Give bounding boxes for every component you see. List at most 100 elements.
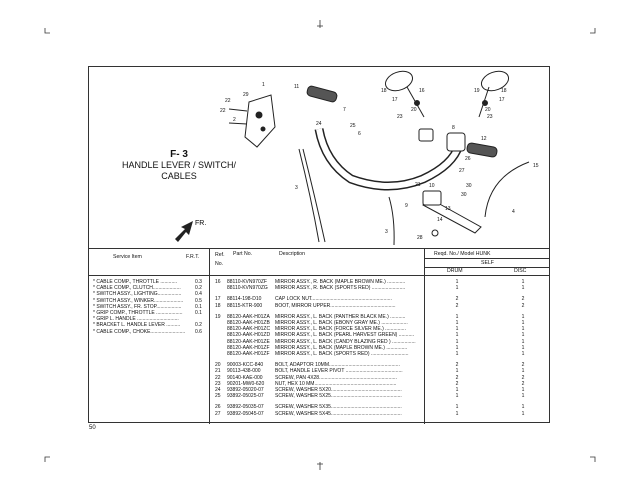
part-number: 93892-05045-07 <box>227 410 264 417</box>
qty-disc: 1 <box>521 285 525 292</box>
handlebar-icon <box>314 128 464 191</box>
callout-number: 23 <box>487 114 493 120</box>
required-model-header: Reqd. No./ Model HUNK <box>434 251 491 257</box>
part-description: SCREW, WASHER 5X25......................… <box>275 393 402 400</box>
part-description: MIRROR ASSY., L. BACK (FORCE SILVER ME.)… <box>275 326 406 333</box>
qty-disc: 1 <box>521 393 525 400</box>
part-ref-number: 21 <box>215 368 221 375</box>
qty-drum: 1 <box>455 351 459 357</box>
service-item-name: * BRACKET L. HANDLE LEVER .......... <box>93 322 181 329</box>
service-item-frt: 0.1 <box>195 303 202 310</box>
callout-number: 22 <box>220 108 226 114</box>
right-switch-icon <box>418 128 498 158</box>
qty-disc: 1 <box>521 368 525 375</box>
callout-number: 16 <box>419 88 425 94</box>
callout-number: 13 <box>445 206 451 212</box>
qty-drum: 1 <box>455 320 459 326</box>
part-ref-number: 23 <box>215 380 221 387</box>
crop-mark-icon <box>590 456 596 462</box>
part-description: MIRROR ASSY., L. BACK (PANTHER BLACK ME.… <box>275 313 406 320</box>
qty-disc: 1 <box>521 351 525 357</box>
qty-disc: 2 <box>521 362 525 369</box>
part-description: MIRROR ASSY., R. BACK (MAPLE BROWN ME.) … <box>275 279 406 285</box>
part-description: NUT, HEX 10 MM..........................… <box>275 380 397 387</box>
part-description: SCREW, WASHER 5X20......................… <box>275 387 402 393</box>
qty-disc: 1 <box>521 313 525 320</box>
figure-title: F- 3 HANDLE LEVER / SWITCH/ CABLES <box>109 149 249 182</box>
service-item-frt: 0.6 <box>195 328 202 335</box>
qty-disc: 1 <box>521 410 525 417</box>
callout-number: 15 <box>533 163 539 169</box>
callout-number: 14 <box>437 217 443 223</box>
qty-disc: 1 <box>521 332 525 339</box>
description-header: Description <box>279 251 305 257</box>
qty-drum: 2 <box>455 296 459 303</box>
left-mirror-icon <box>384 70 425 118</box>
part-number: 93892-05020-07 <box>227 387 264 393</box>
callout-number: 20 <box>411 107 417 113</box>
switch-housing-icon <box>228 94 276 148</box>
callout-number: 4 <box>512 209 515 215</box>
service-item-name: * SWITCH ASSY., LIGHTING................… <box>93 291 182 298</box>
qty-disc: 2 <box>521 380 525 387</box>
callout-number: 23 <box>397 114 403 120</box>
frt-header: F.R.T. <box>186 254 200 260</box>
part-description: MIRROR ASSY., L. BACK (CANDY BLAZING RED… <box>275 338 416 345</box>
part-ref-number: 26 <box>215 404 221 411</box>
service-item-header: Service Item <box>113 254 142 260</box>
callout-number: 26 <box>465 156 471 162</box>
figure-name-line: CABLES <box>161 171 197 181</box>
qty-drum: 1 <box>455 279 459 285</box>
crop-mark-icon <box>44 28 50 34</box>
part-ref-number: 17 <box>215 296 221 303</box>
part-description: SCREW, WASHER 5X45......................… <box>275 410 402 417</box>
callout-number: 1 <box>262 82 265 88</box>
part-number: 88120-AAK-H01ZD <box>227 332 271 339</box>
callout-number: 2 <box>233 117 236 123</box>
callout-number: 12 <box>481 136 487 142</box>
callout-number: 17 <box>499 97 505 103</box>
callout-number: 18 <box>501 88 507 94</box>
qty-disc: 2 <box>521 302 525 309</box>
part-description: BOLT, ADAPTOR 10MM......................… <box>275 362 400 369</box>
part-number: 88120-AAK-H01ZF <box>227 351 270 357</box>
part-description: MIRROR ASSY., R. BACK (SPORTS RED) .....… <box>275 285 406 292</box>
left-grip-icon <box>306 85 338 103</box>
part-description: MIRROR ASSY., L. BACK (MAPLE BROWN ME.) … <box>275 344 408 351</box>
disc-header: DISC <box>514 268 527 274</box>
qty-disc: 1 <box>521 320 525 326</box>
callout-number: 20 <box>485 107 491 113</box>
part-description: CAP LOCK NUT............................… <box>275 296 392 303</box>
callout-number: 24 <box>316 121 322 127</box>
qty-disc: 2 <box>521 296 525 303</box>
part-ref-number: 27 <box>215 410 221 417</box>
qty-disc: 1 <box>521 344 525 351</box>
callout-number: 22 <box>225 98 231 104</box>
part-ref-number: 20 <box>215 362 221 369</box>
callout-number: 3 <box>385 229 388 235</box>
qty-disc: 1 <box>521 326 525 333</box>
service-item-name: * CABLE COMP., THROTTLE ............ <box>93 279 178 285</box>
part-description: BOOT, MIRROR UPPER......................… <box>275 302 396 309</box>
service-item-frt: 0.2 <box>195 285 202 292</box>
callout-number: 29 <box>243 92 249 98</box>
part-number: 90113-438-000 <box>227 368 261 375</box>
part-ref-number: 16 <box>215 279 221 285</box>
callout-number: 30 <box>466 183 472 189</box>
part-number: 90003-KCC-840 <box>227 362 264 369</box>
service-item-name: * GRIP L. HANDLE .......................… <box>93 316 179 323</box>
callout-number: 25 <box>350 123 356 129</box>
part-ref-number: 19 <box>215 313 221 320</box>
qty-disc: 1 <box>521 387 525 393</box>
crop-mark-icon <box>317 462 323 470</box>
qty-drum: 1 <box>455 332 459 339</box>
cable-icon <box>298 148 530 246</box>
page-number: 50 <box>89 425 96 431</box>
service-item-frt: 0.2 <box>195 322 202 329</box>
qty-disc: 1 <box>521 338 525 345</box>
figure-name-line: HANDLE LEVER / SWITCH/ <box>121 160 237 170</box>
part-description: MIRROR ASSY., L. BACK (PEARL HARVEST GRE… <box>275 332 415 339</box>
part-no-header: Part No. <box>233 251 253 257</box>
